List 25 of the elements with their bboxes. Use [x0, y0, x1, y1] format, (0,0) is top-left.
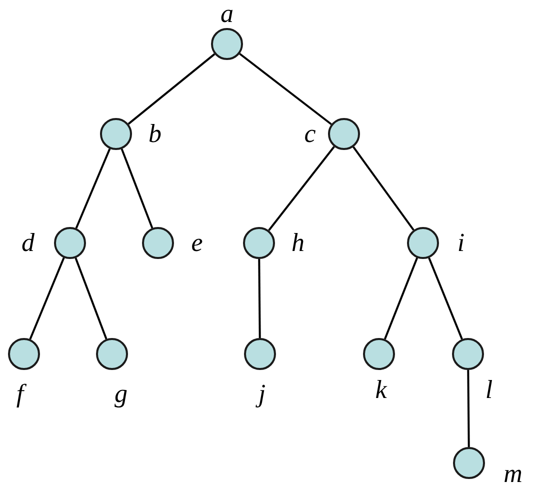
tree-edge [467, 370, 470, 448]
node-label: b [148, 119, 162, 149]
tree-edge [75, 148, 111, 229]
node-label: h [290, 228, 306, 258]
tree-edge [384, 258, 418, 340]
tree-edge [128, 53, 216, 125]
node-label: f [10, 379, 30, 409]
tree-edge [120, 148, 154, 228]
node-label: e [190, 228, 204, 258]
node-label: g [114, 379, 128, 409]
node-label: a [220, 0, 234, 29]
node-label: c [303, 119, 317, 149]
node-label: j [252, 379, 272, 409]
tree-edge [239, 52, 332, 126]
tree-edge [268, 146, 335, 231]
tree-edge [74, 258, 108, 340]
tree-edge [258, 258, 261, 338]
node-label: k [374, 375, 388, 405]
node-label: i [456, 228, 466, 258]
tree-edge [352, 146, 414, 231]
tree-edge [428, 257, 463, 340]
node-label: m [503, 459, 523, 489]
node-label: d [20, 228, 36, 258]
node-label: l [484, 375, 494, 405]
tree-edge [29, 257, 65, 340]
